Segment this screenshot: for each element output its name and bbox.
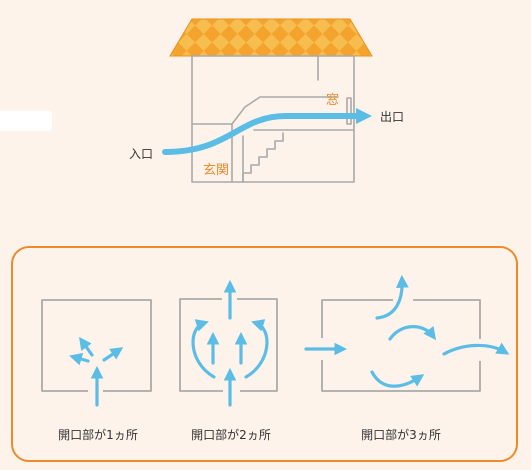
room-3 xyxy=(321,299,481,392)
r3-curve-right xyxy=(442,342,510,356)
panel-label-1: 開口部が1ヵ所 xyxy=(58,428,138,442)
room-outlines xyxy=(41,298,481,392)
r3-curve-low xyxy=(370,370,425,388)
r1-arrow-left-low xyxy=(69,352,90,366)
r1-arrow-left xyxy=(79,336,94,357)
airflow-arrow xyxy=(162,113,359,155)
house xyxy=(162,18,373,183)
room-2 xyxy=(179,298,278,392)
r3-curve-top xyxy=(375,274,409,320)
r2-curve-left xyxy=(191,319,216,379)
window-label: 窓 xyxy=(326,93,340,108)
r1-arrow-right xyxy=(102,347,124,362)
side-tab xyxy=(0,111,52,131)
genkan-label: 玄関 xyxy=(203,163,230,178)
panel-label-2: 開口部が2ヵ所 xyxy=(191,428,271,442)
entrance-label: 入口 xyxy=(129,147,154,161)
r2-curve-right xyxy=(244,319,269,379)
exit-label: 出口 xyxy=(380,110,405,124)
roof xyxy=(169,18,373,57)
r3-curve-mid xyxy=(388,325,437,341)
panel-label-3: 開口部が3ヵ所 xyxy=(361,428,441,442)
exit-arrowhead xyxy=(356,108,372,124)
room-1 xyxy=(41,299,152,392)
airflow-arrows xyxy=(69,274,510,407)
